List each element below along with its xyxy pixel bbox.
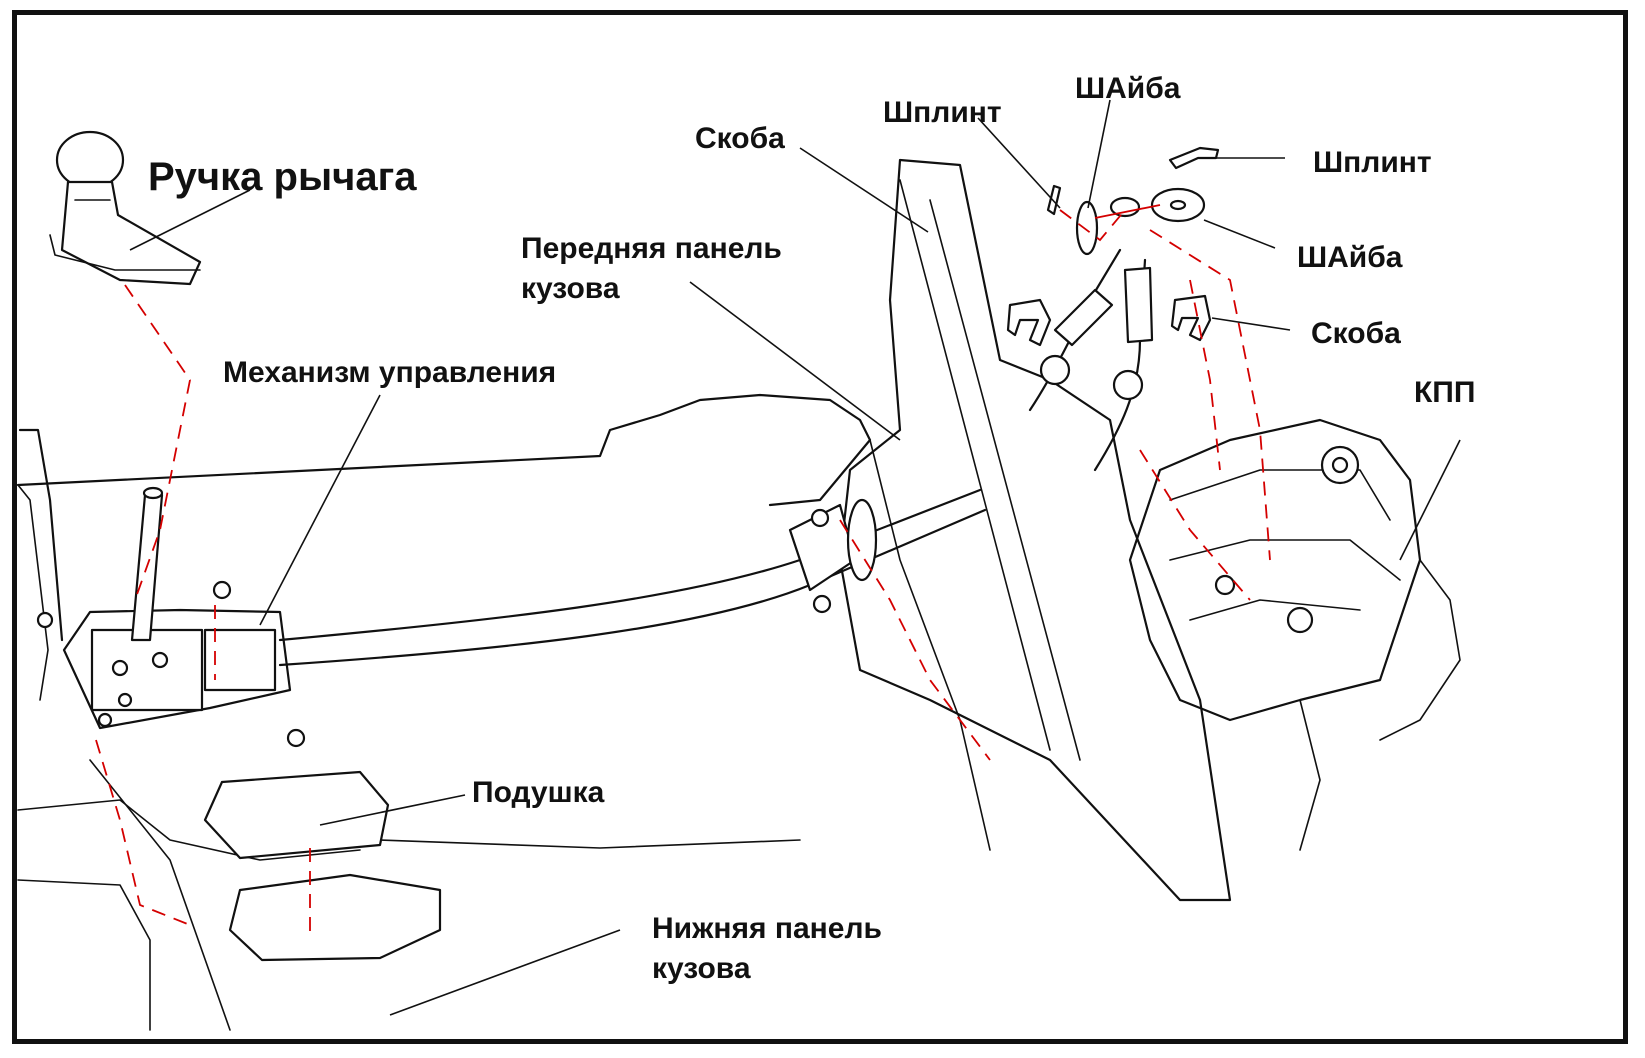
shift-cables: [278, 248, 1154, 667]
label-washer-top: ШАйба: [1075, 72, 1181, 105]
label-bracket-right: Скоба: [1311, 317, 1401, 350]
label-washer-right: ШАйба: [1297, 241, 1403, 274]
label-cotter-pin-top: Шплинт: [883, 96, 1002, 129]
label-front-panel-line2: кузова: [521, 272, 620, 305]
control-mechanism-part: [36, 486, 306, 748]
label-lower-panel-line2: кузова: [652, 952, 751, 985]
label-cushion: Подушка: [472, 776, 605, 809]
label-front-panel-line1: Передняя панель: [521, 232, 782, 265]
label-lower-panel-line1: Нижняя панель: [652, 912, 882, 945]
leader-lines: [129, 99, 1461, 1016]
label-lever-knob: Ручка рычага: [148, 155, 417, 199]
label-cotter-pin-right: Шплинт: [1313, 146, 1432, 179]
lever-knob-part: [49, 130, 202, 286]
label-gearbox: КПП: [1414, 376, 1475, 409]
small-parts: [203, 146, 1220, 962]
diagram-frame: [12, 10, 1628, 1044]
assembly-dashes: [95, 204, 1271, 940]
label-bracket-left: Скоба: [695, 122, 785, 155]
labels: Ручка рычага Механизм управления Передня…: [148, 72, 1475, 985]
label-control-mechanism: Механизм управления: [223, 356, 556, 389]
body-outline: [16, 158, 1461, 1031]
